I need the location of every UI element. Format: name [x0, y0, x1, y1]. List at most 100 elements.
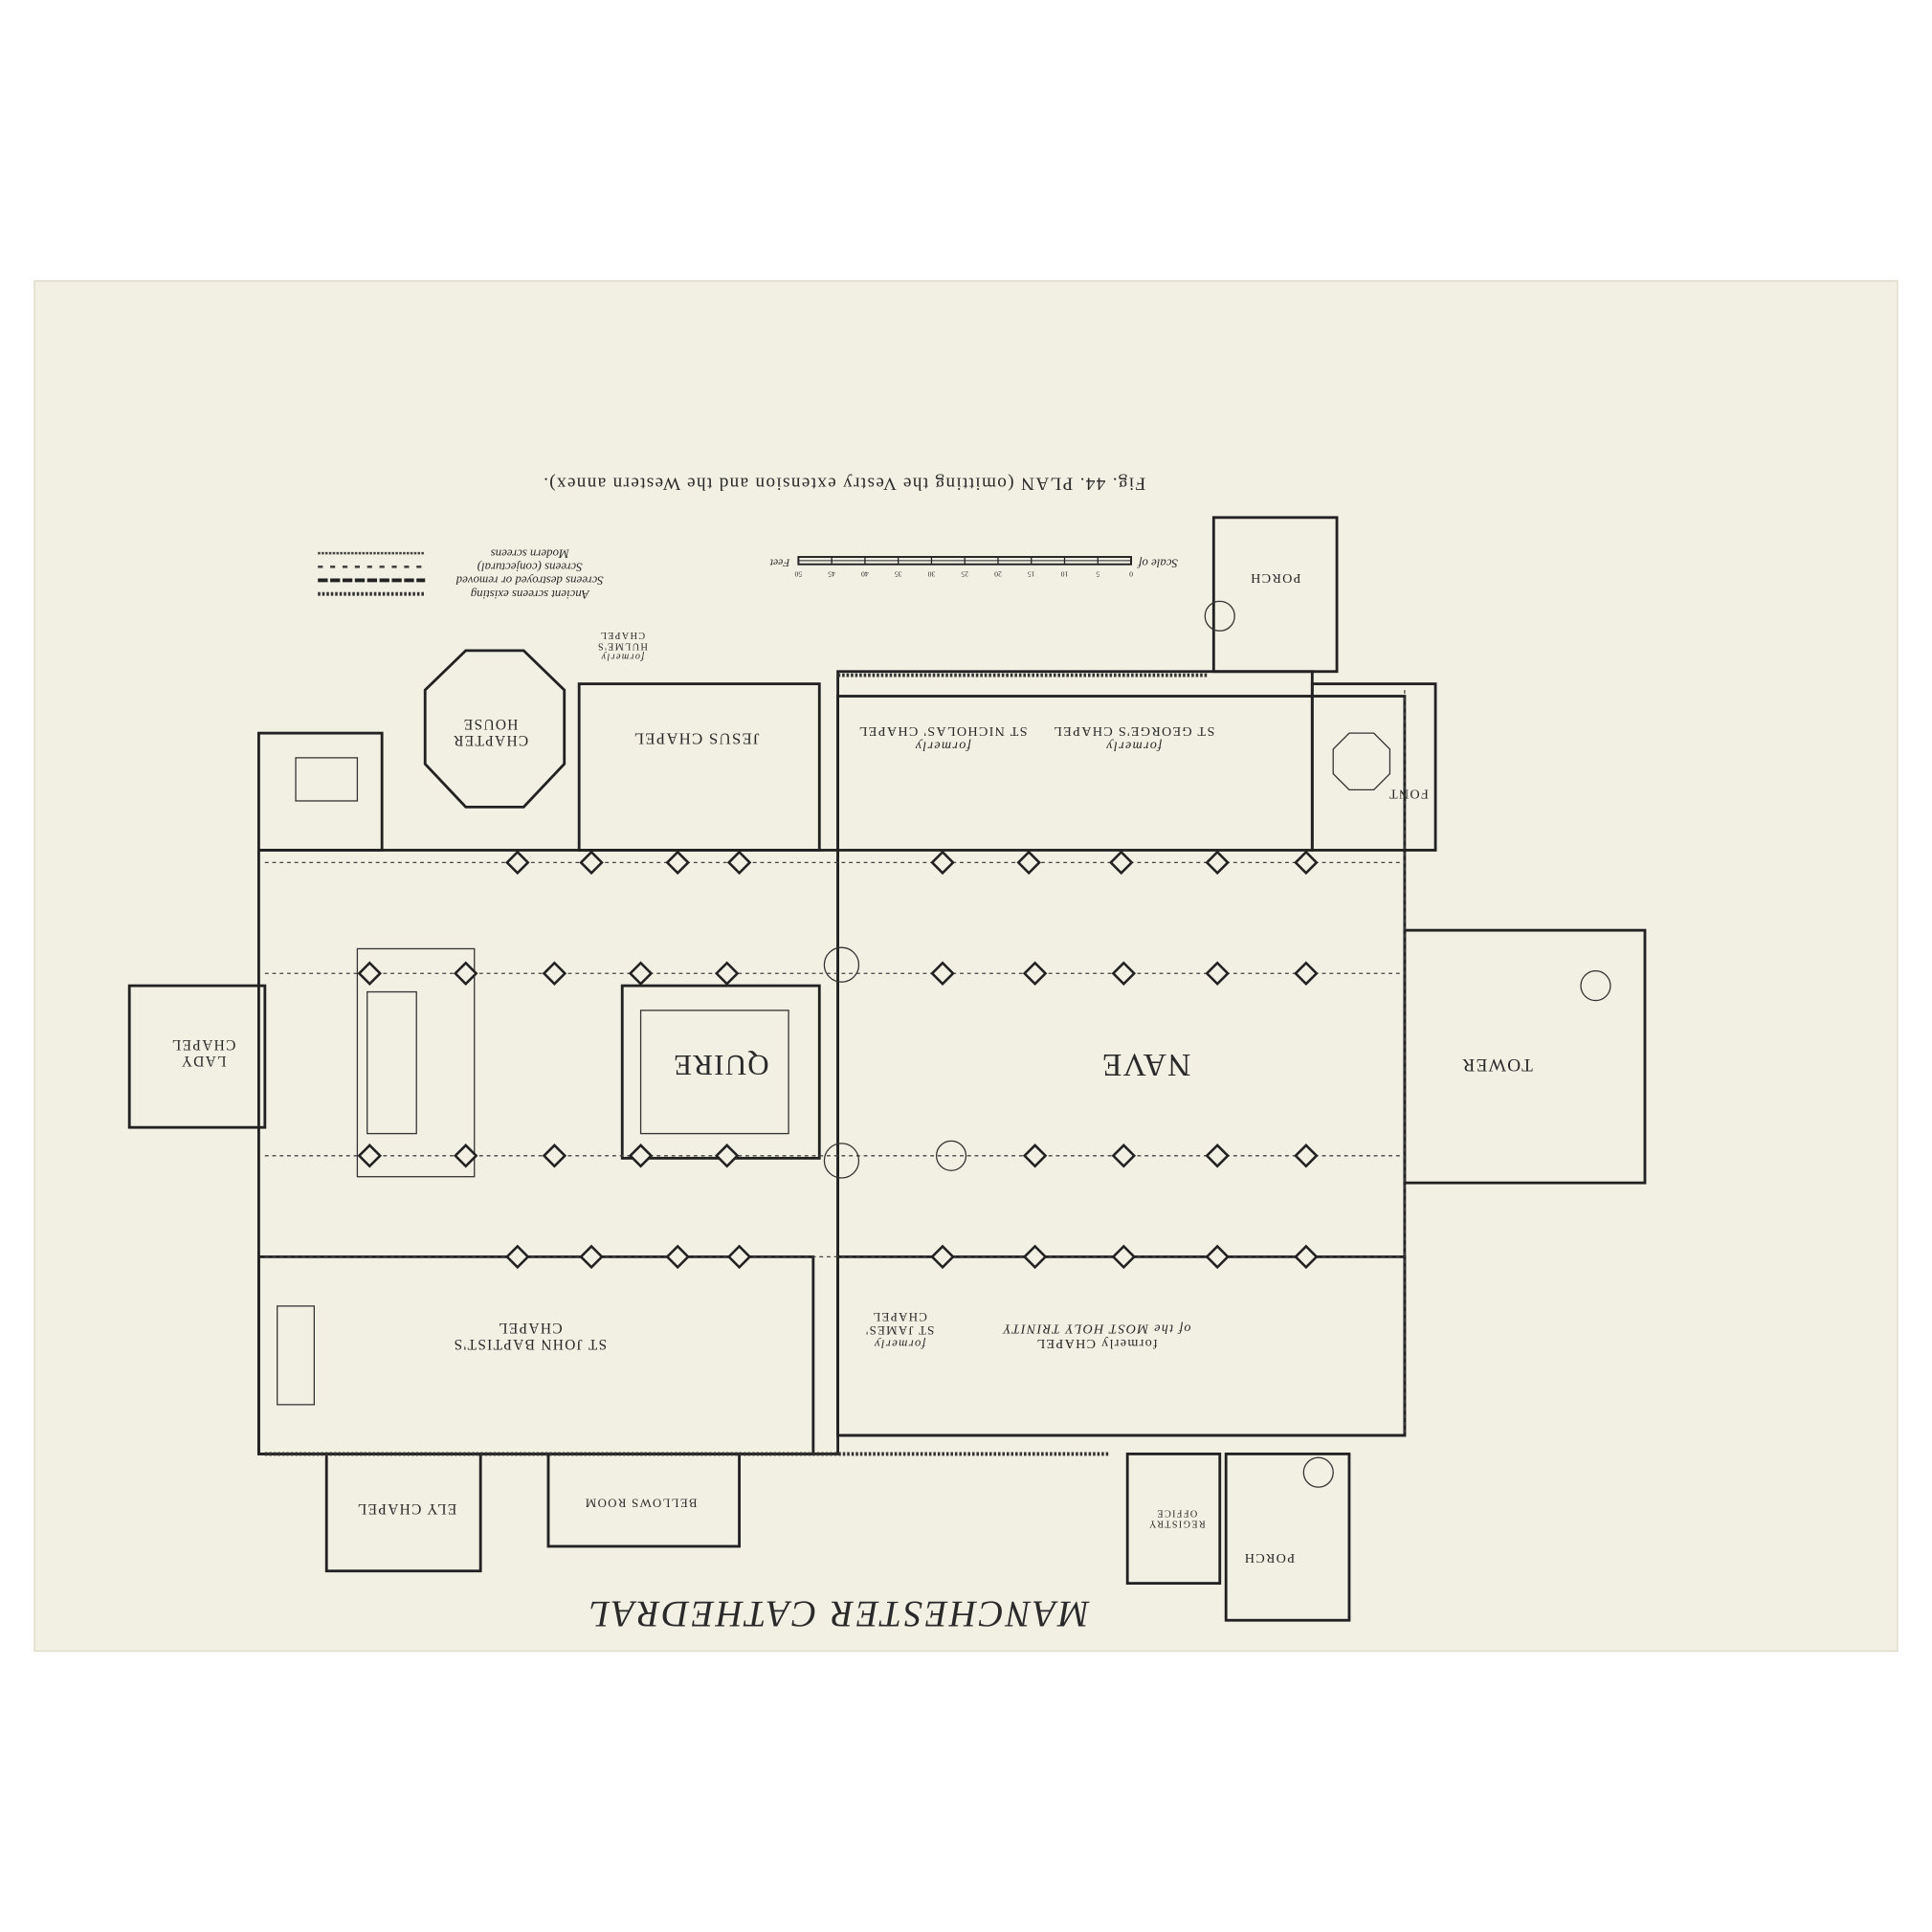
- room-label-trinity: formerly CHAPELof the MOST HOLY TRINITY: [1002, 1321, 1191, 1351]
- room-label-lady-chapel: LADYCHAPEL: [171, 1036, 236, 1069]
- room-label-line: formerly: [1105, 738, 1162, 753]
- pier: [579, 1244, 604, 1270]
- octagonal-font: [1332, 732, 1391, 791]
- pier: [1108, 850, 1134, 876]
- room-label-line: CHAPEL: [498, 1320, 563, 1336]
- pier: [1205, 1144, 1230, 1168]
- legend-conjectural: Screens (conjectural): [477, 560, 583, 573]
- pier: [1205, 961, 1230, 986]
- scale-tick-label: 5: [1096, 569, 1099, 578]
- pier: [357, 961, 383, 986]
- room-label-line: PORCH: [1243, 1550, 1295, 1566]
- room-label-tower: TOWER: [1461, 1055, 1533, 1075]
- quire-stalls-inner: [639, 1010, 789, 1135]
- room-label-line: formerly: [600, 652, 644, 662]
- piers: [357, 850, 1319, 1270]
- south-porch-walls: [1224, 1452, 1351, 1622]
- room-label-porch-north: PORCH: [1250, 570, 1301, 586]
- room-label-line: NAVE: [1101, 1047, 1191, 1082]
- room-label-line: QUIRE: [673, 1049, 769, 1082]
- north-porch-walls: [1211, 516, 1339, 674]
- room-label-line: REGISTRY: [1148, 1519, 1206, 1529]
- scale-tick-label: 0: [1129, 569, 1133, 578]
- room-label-jesus-chapel: JESUS CHAPEL: [633, 730, 759, 748]
- pier: [1294, 1144, 1319, 1168]
- tower-walls: [1403, 928, 1647, 1185]
- lady-chapel-walls: [127, 984, 267, 1129]
- room-label-quire: QUIRE: [673, 1049, 769, 1082]
- room-label-porch-south: PORCH: [1243, 1550, 1295, 1566]
- room-label-line: ST GEORGE'S CHAPEL: [1053, 723, 1214, 739]
- room-label-line: HULME'S: [597, 640, 648, 651]
- south-porch-stair: [1302, 1456, 1334, 1488]
- room-label-nave: NAVE: [1101, 1047, 1191, 1082]
- pier: [1294, 1244, 1319, 1270]
- northeast-room-walls: [256, 731, 384, 852]
- room-label-line: ELY CHAPEL: [357, 1500, 457, 1517]
- east-room-table: [295, 757, 359, 802]
- pier: [714, 961, 740, 986]
- scale-tick-label: 30: [927, 569, 935, 578]
- pier: [665, 850, 690, 876]
- pier: [1294, 961, 1319, 986]
- pier: [1022, 1244, 1048, 1270]
- pier: [505, 1244, 530, 1270]
- nave-stair: [935, 1140, 967, 1171]
- room-label-bellows-room: BELLOWS ROOM: [585, 1496, 698, 1509]
- legend-destroyed: Screens destroyed or removed: [455, 574, 603, 588]
- pier: [1016, 850, 1041, 876]
- legend-ancient: Ancient screens existing: [470, 588, 589, 601]
- scale-tick-label: 35: [895, 569, 902, 578]
- room-label-ely-chapel: ELY CHAPEL: [357, 1500, 457, 1517]
- room-label-line: formerly: [915, 738, 971, 753]
- room-label-st-john: ST JOHN BAPTIST'SCHAPEL: [453, 1320, 607, 1352]
- pier: [579, 850, 604, 876]
- room-label-hulmes-chapel: formerlyHULME'SCHAPEL: [597, 630, 648, 662]
- paper: [33, 279, 1899, 1653]
- room-label-line: HOUSE: [463, 716, 519, 732]
- pier: [542, 1144, 567, 1168]
- room-label-line: OFFICE: [1156, 1507, 1197, 1518]
- pier: [1111, 961, 1137, 986]
- room-label-line: CHAPEL: [171, 1036, 236, 1053]
- pier: [505, 850, 530, 876]
- pier: [714, 1144, 740, 1168]
- pier: [930, 850, 955, 876]
- font-walls: [1310, 682, 1437, 852]
- quire-stair-north: [823, 946, 860, 983]
- scale-unit: Feet: [769, 557, 790, 569]
- pier: [1022, 961, 1048, 986]
- porch-stair: [1204, 600, 1235, 632]
- room-label-line: formerly: [874, 1337, 926, 1350]
- pier: [1111, 1244, 1137, 1270]
- bellows-room-walls: [546, 1452, 741, 1548]
- room-label-line: BELLOWS ROOM: [585, 1496, 698, 1509]
- pier: [542, 961, 567, 986]
- pier: [1022, 1144, 1048, 1168]
- jesus-chapel-walls: [577, 682, 821, 852]
- room-label-font: FONT: [1388, 787, 1429, 802]
- scale-label: Scale of: [1136, 557, 1177, 570]
- room-label-line: CHAPEL: [872, 1310, 927, 1323]
- legend-modern: Modern screens: [491, 546, 570, 560]
- pier: [665, 1244, 690, 1270]
- room-label-line: of the MOST HOLY TRINITY: [1002, 1321, 1191, 1336]
- room-label-st-george: formerlyST GEORGE'S CHAPEL: [1053, 723, 1214, 754]
- scale-tick-label: 45: [828, 569, 835, 578]
- room-label-st-james: formerlyST JAMES'CHAPEL: [865, 1310, 935, 1350]
- sanctuary: [356, 947, 476, 1178]
- room-label-chapter-house: CHAPTERHOUSE: [453, 716, 528, 748]
- scale-tick-label: 40: [861, 569, 869, 578]
- st-john-walls: [256, 1255, 815, 1455]
- pier: [930, 1244, 955, 1270]
- pier: [357, 1144, 383, 1168]
- pier: [628, 961, 654, 986]
- floor-plan: [127, 516, 1647, 1622]
- scale-tick-label: 10: [1061, 569, 1069, 578]
- pier: [1111, 1144, 1137, 1168]
- altar-platform: [366, 990, 417, 1135]
- figure-caption: Fig. 44. PLAN (omitting the Vestry exten…: [543, 474, 1145, 494]
- room-label-line: formerly CHAPEL: [1035, 1336, 1157, 1351]
